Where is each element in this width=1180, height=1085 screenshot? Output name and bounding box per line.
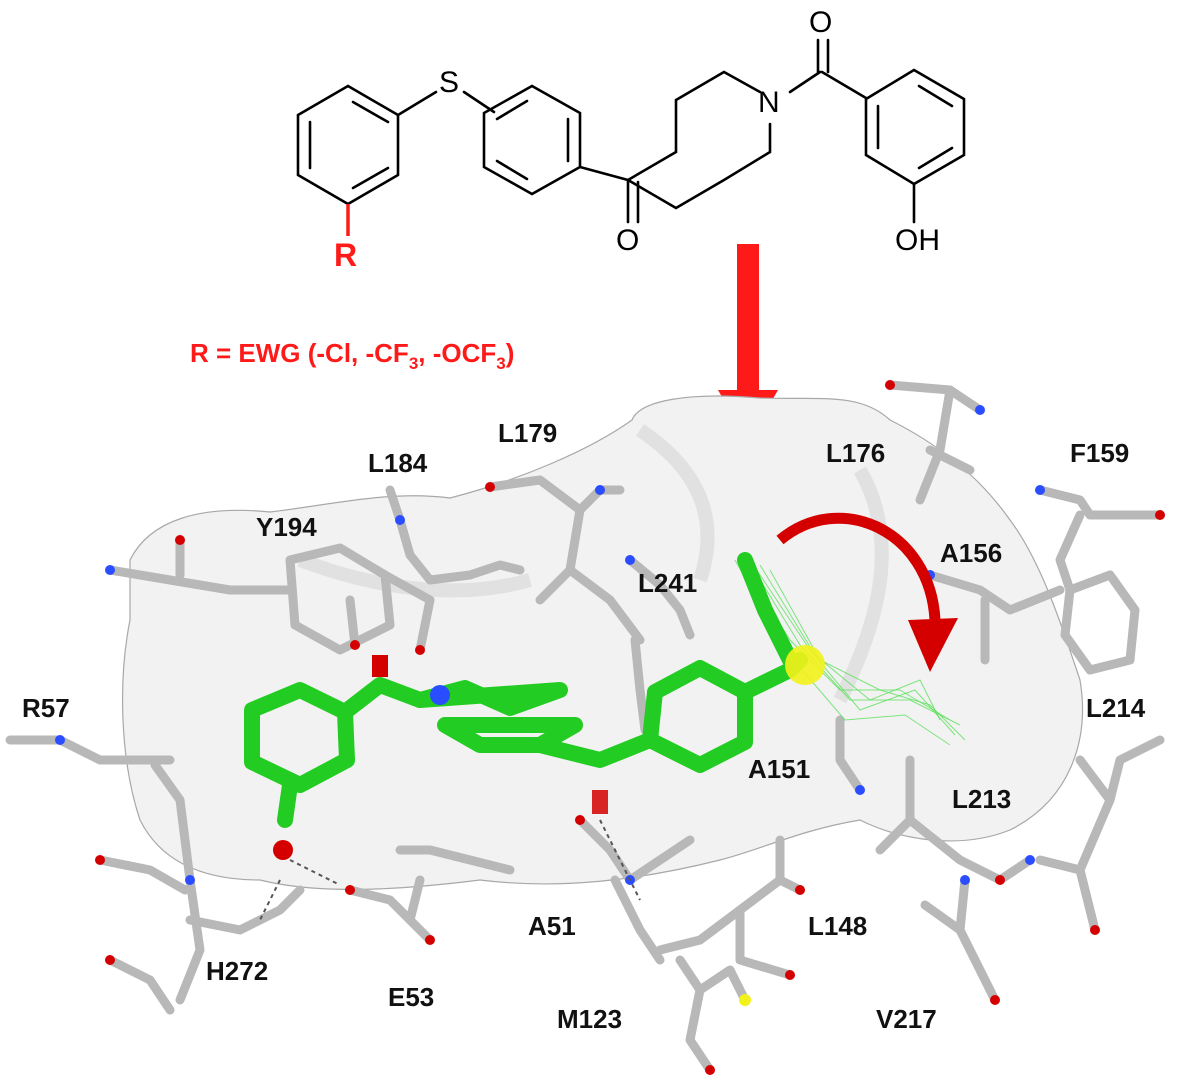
r-label: R	[334, 237, 357, 273]
benzene-ring-left	[296, 84, 400, 206]
residue-labels: L179 L184 L176 F159 Y194 A156 L241 R57 L…	[22, 418, 1146, 1034]
rotation-arrow	[776, 512, 958, 672]
hydrogen-bonds	[259, 819, 641, 921]
label-L214: L214	[1086, 693, 1146, 723]
benzene-ring-right	[864, 68, 966, 186]
sulfur-atom: S	[439, 66, 459, 99]
label-H272: H272	[206, 956, 268, 986]
oxygen-atom-ketone: O	[616, 224, 639, 257]
r-group-definition: R = EWG (-Cl, -CF3, -OCF3)	[190, 338, 514, 373]
oxygen-atom-amide: O	[809, 6, 832, 39]
label-L241: L241	[638, 568, 697, 598]
nitrogen-atom: N	[758, 86, 780, 119]
label-V217: V217	[876, 1004, 937, 1034]
heteroatom-accents	[55, 380, 1165, 1075]
label-Y194: Y194	[256, 512, 317, 542]
label-L213: L213	[952, 784, 1011, 814]
label-L179: L179	[498, 418, 557, 448]
hydroxyl-group: OH	[895, 224, 940, 257]
label-L148: L148	[808, 911, 867, 941]
benzene-ring-middle	[482, 84, 582, 196]
chemical-structure: R S O N O	[296, 6, 966, 273]
label-A51: A51	[528, 911, 576, 941]
label-A151: A151	[748, 754, 810, 784]
label-E53: E53	[388, 982, 434, 1012]
piperidine-ring	[626, 70, 772, 210]
label-M123: M123	[557, 1004, 622, 1034]
label-R57: R57	[22, 693, 70, 723]
label-L184: L184	[368, 448, 428, 478]
label-L176: L176	[826, 438, 885, 468]
binding-pocket	[5, 380, 1165, 1075]
label-F159: F159	[1070, 438, 1129, 468]
label-A156: A156	[940, 538, 1002, 568]
ligand	[244, 552, 825, 860]
